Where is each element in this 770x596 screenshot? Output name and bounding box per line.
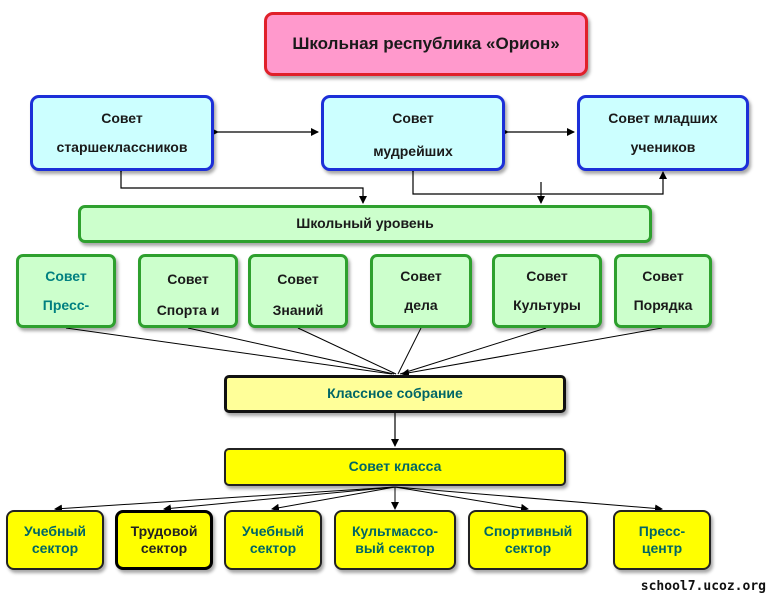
class-meeting: Классное собрание bbox=[224, 375, 566, 413]
class-council-label: Совет класса bbox=[348, 458, 442, 475]
edge-sector-6 bbox=[394, 486, 663, 513]
school-level-label: Школьный уровень bbox=[296, 215, 434, 232]
sector-press-line-1: Пресс- bbox=[638, 522, 686, 539]
council-junior-line-2: учеников bbox=[630, 138, 696, 155]
edge-sector-3 bbox=[271, 486, 396, 512]
edge-council-4 bbox=[397, 327, 422, 375]
sector-labor-line-1: Трудовой bbox=[130, 522, 198, 539]
council-order-line-1: Совет bbox=[642, 268, 684, 284]
edge-sector-1 bbox=[54, 486, 396, 513]
council-wisest: Совет мудрейших bbox=[321, 95, 505, 171]
council-culture-line-1: Совет bbox=[526, 268, 568, 284]
watermark: school7.ucoz.org bbox=[640, 579, 766, 594]
council-press-line-1: Совет bbox=[45, 268, 87, 284]
school-level: Школьный уровень bbox=[78, 205, 652, 243]
council-deeds-line-1: Совет bbox=[400, 268, 442, 284]
council-order-line-2: Порядка bbox=[633, 296, 693, 313]
council-press-line-2: Пресс- bbox=[42, 296, 90, 313]
sector-sport-line-2: сектор bbox=[504, 540, 552, 556]
class-meeting-label: Классное собрание bbox=[327, 385, 463, 402]
sector-culture: Культмассо- вый сектор bbox=[334, 510, 456, 570]
republic-title-text: Школьная республика «Орион» bbox=[292, 34, 560, 54]
council-order: Совет Порядка bbox=[614, 254, 712, 328]
council-deeds: Совет дела bbox=[370, 254, 472, 328]
edge-sector-5 bbox=[394, 486, 529, 512]
sector-study-1-line-2: сектор bbox=[31, 540, 79, 556]
council-knowledge-line-1: Совет bbox=[277, 271, 319, 287]
edge-council-1 bbox=[65, 327, 393, 375]
council-senior-line-1: Совет bbox=[101, 109, 143, 126]
sector-press: Пресс- центр bbox=[613, 510, 711, 570]
edge-council-3 bbox=[297, 327, 397, 375]
council-senior-line-2: старшеклассников bbox=[56, 138, 188, 155]
sector-sport: Спортивный сектор bbox=[468, 510, 588, 570]
edge-sector-2 bbox=[163, 486, 396, 513]
sector-culture-line-1: Культмассо- bbox=[351, 522, 439, 539]
council-wisest-line-2: мудрейших bbox=[373, 142, 453, 159]
council-knowledge: Совет Знаний bbox=[248, 254, 348, 328]
edge-wisest-junior-bracket bbox=[409, 165, 667, 195]
council-junior-line-1: Совет младших bbox=[608, 109, 718, 126]
council-wisest-line-1: Совет bbox=[392, 110, 434, 126]
council-junior: Совет младших учеников bbox=[577, 95, 749, 171]
sector-study-1-line-1: Учебный bbox=[23, 522, 87, 539]
council-culture: Совет Культуры bbox=[492, 254, 602, 328]
edge-council-6 bbox=[401, 327, 663, 377]
republic-title: Школьная республика «Орион» bbox=[264, 12, 588, 76]
edge-council-2 bbox=[187, 327, 395, 375]
council-knowledge-line-2: Знаний bbox=[272, 301, 324, 318]
council-culture-line-2: Культуры bbox=[513, 296, 581, 313]
council-sport: Совет Спорта и bbox=[138, 254, 238, 328]
sector-study-1: Учебный сектор bbox=[6, 510, 104, 570]
sector-culture-line-2: вый сектор bbox=[355, 540, 435, 556]
council-press: Совет Пресс- bbox=[16, 254, 116, 328]
edge-council-5 bbox=[399, 327, 547, 375]
sector-sport-line-1: Спортивный bbox=[483, 522, 573, 539]
class-council: Совет класса bbox=[224, 448, 566, 486]
sector-study-2-line-1: Учебный bbox=[241, 522, 305, 539]
sector-study-2-line-2: сектор bbox=[249, 540, 297, 556]
sector-press-line-2: центр bbox=[641, 540, 683, 556]
edge-senior-bracket bbox=[117, 165, 367, 204]
sector-labor: Трудовой сектор bbox=[115, 510, 213, 570]
council-sport-line-1: Совет bbox=[167, 271, 209, 287]
sector-study-2: Учебный сектор bbox=[224, 510, 322, 570]
council-sport-line-2: Спорта и bbox=[156, 301, 220, 318]
council-deeds-line-2: дела bbox=[404, 296, 438, 313]
council-senior: Совет старшеклассников bbox=[30, 95, 214, 171]
sector-labor-line-2: сектор bbox=[140, 540, 188, 556]
